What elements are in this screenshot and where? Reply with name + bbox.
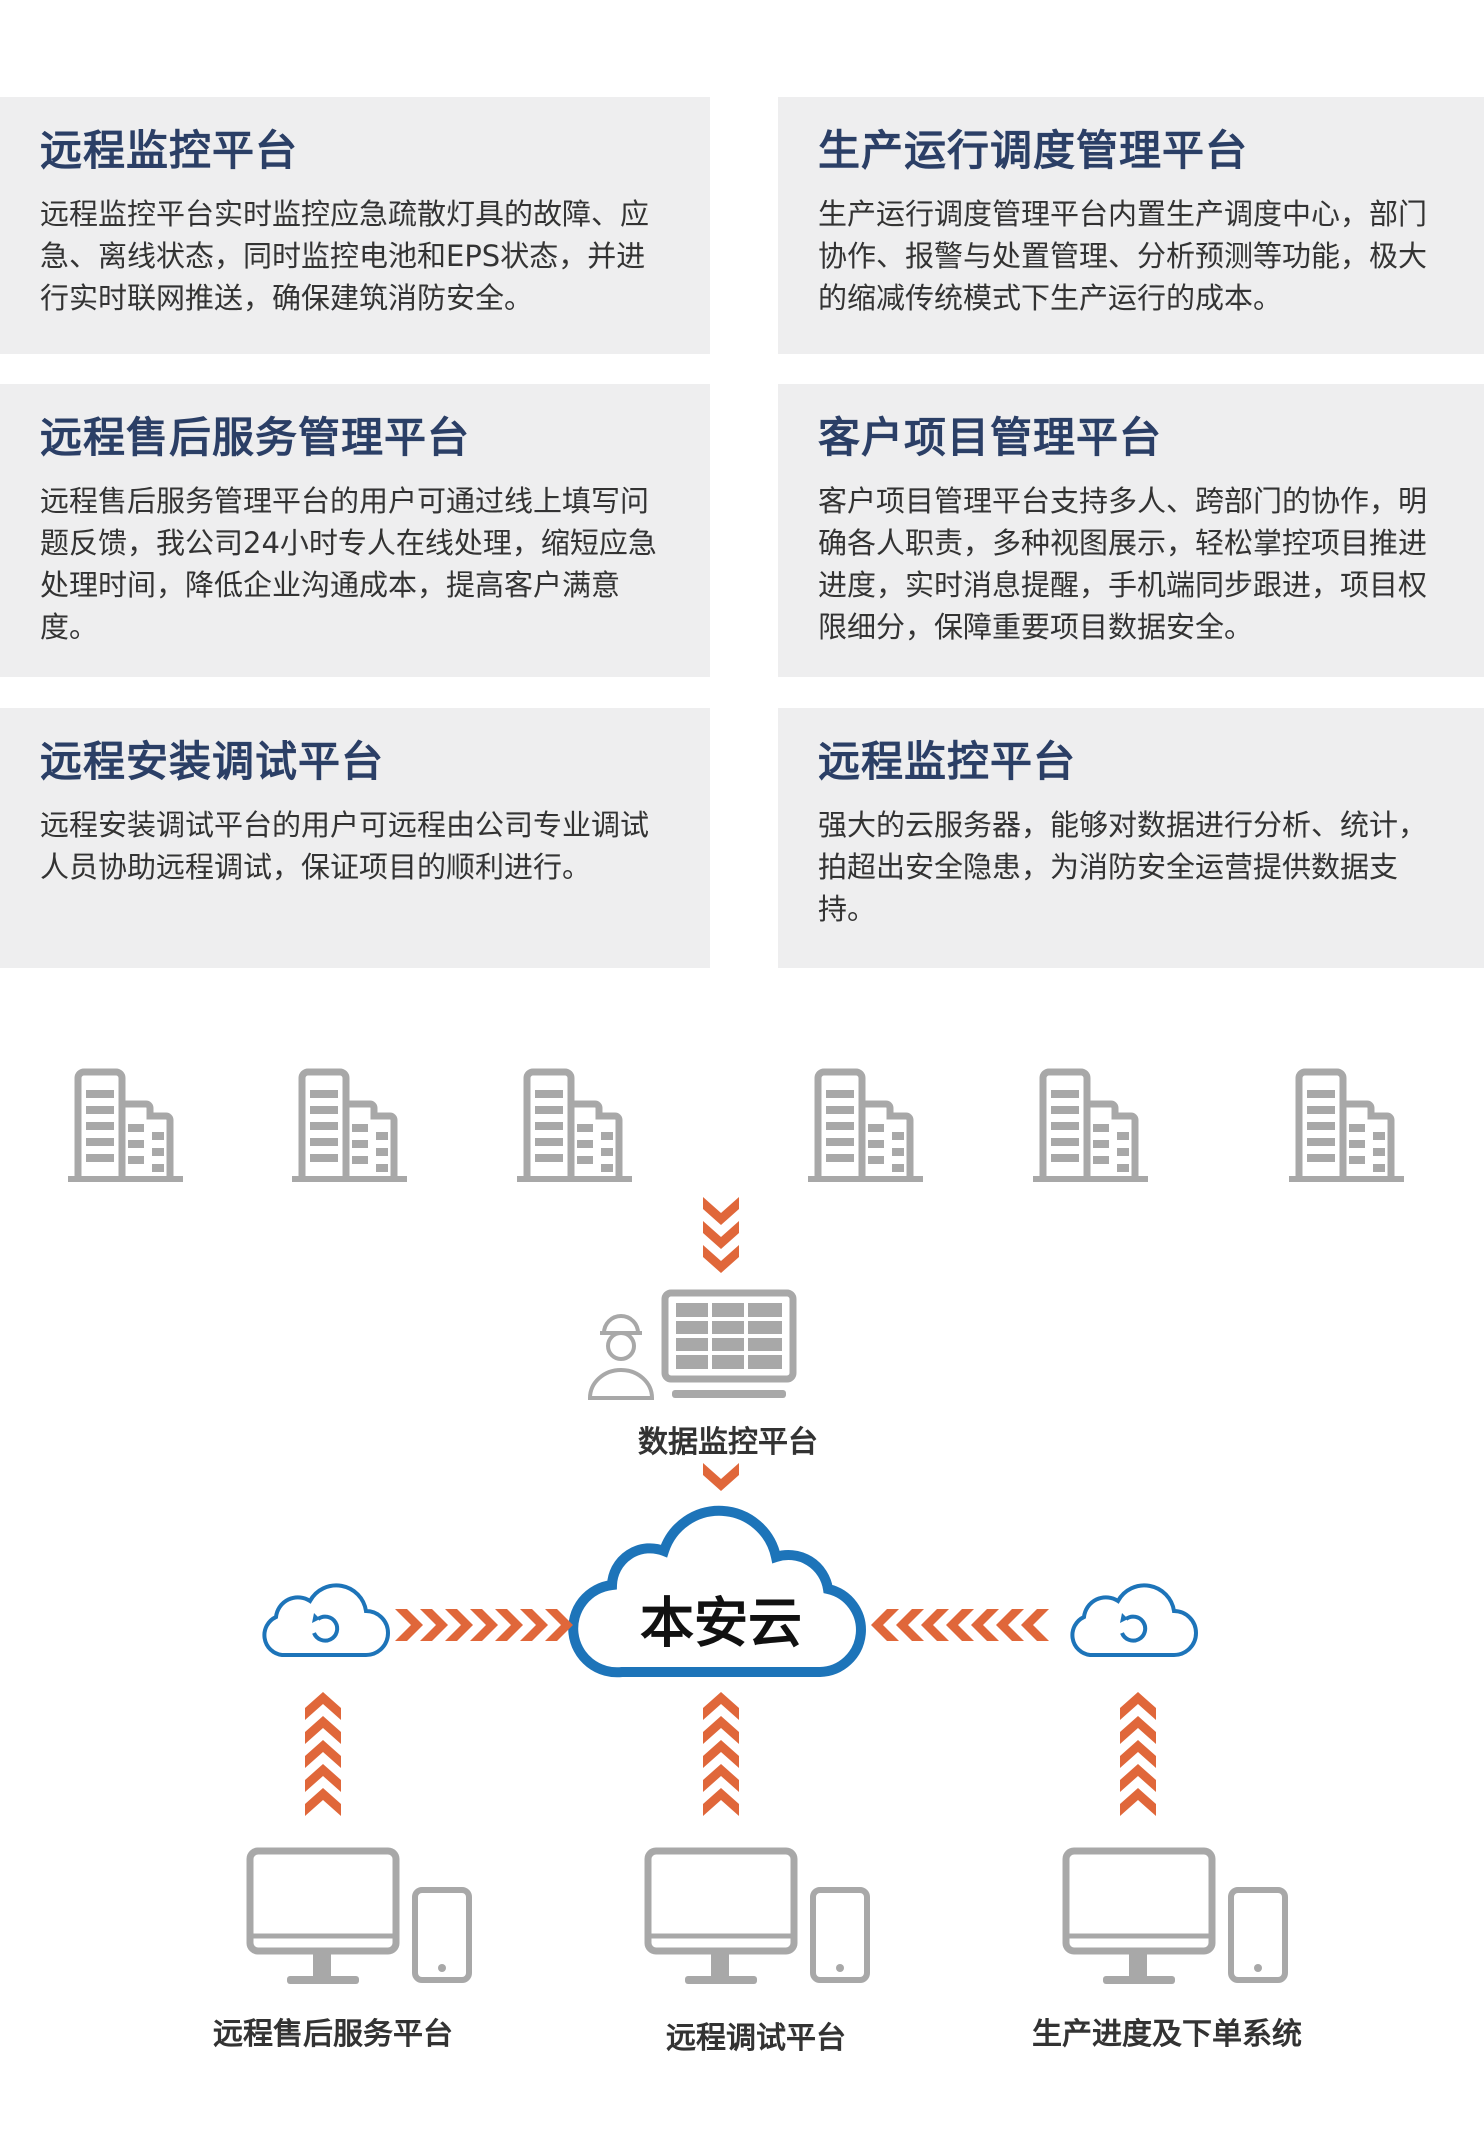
card-title: 远程售后服务管理平台	[40, 413, 471, 462]
card-body: 客户项目管理平台支持多人、跨部门的协作，明确各人职责，多种视图展示，轻松掌控项目…	[818, 484, 1428, 644]
building-icon	[517, 1072, 632, 1179]
chevron-arrows-icon	[871, 1609, 1049, 1641]
card-cloud-server: 远程监控平台 强大的云服务器，能够对数据进行分析、统计，拍超出安全隐患，为消防安…	[778, 708, 1484, 968]
monitor-grid-icon	[661, 1289, 797, 1398]
remote-debug-platform-label: 远程调试平台	[666, 2021, 846, 2056]
desktop-computer-icon	[1066, 1851, 1285, 1984]
chevron-arrows-icon	[395, 1609, 573, 1641]
chevron-arrows-icon	[703, 1463, 739, 1491]
card-after-sales: 远程售后服务管理平台 远程售后服务管理平台的用户可通过线上填写问题反馈，我公司2…	[0, 384, 710, 677]
card-body: 远程安装调试平台的用户可远程由公司专业调试人员协助远程调试，保证项目的顺利进行。	[40, 808, 650, 884]
building-icon	[1289, 1072, 1404, 1179]
card-body: 生产运行调度管理平台内置生产调度中心，部门协作、报警与处置管理、分析预测等功能，…	[818, 197, 1428, 315]
card-customer-project: 客户项目管理平台 客户项目管理平台支持多人、跨部门的协作，明确各人职责，多种视图…	[778, 384, 1484, 677]
building-icon	[1033, 1072, 1148, 1179]
card-title: 生产运行调度管理平台	[818, 126, 1249, 175]
card-title: 远程监控平台	[40, 126, 299, 175]
building-icon	[808, 1072, 923, 1179]
card-title: 客户项目管理平台	[818, 413, 1163, 462]
card-body: 远程售后服务管理平台的用户可通过线上填写问题反馈，我公司24小时专人在线处理，缩…	[40, 484, 657, 644]
chevron-arrows-icon	[1120, 1692, 1156, 1816]
card-production-dispatch: 生产运行调度管理平台 生产运行调度管理平台内置生产调度中心，部门协作、报警与处置…	[778, 97, 1484, 354]
card-title: 远程监控平台	[818, 737, 1077, 786]
cloud-label: 本安云	[640, 1590, 802, 1655]
after-sales-platform-label: 远程售后服务平台	[213, 2017, 453, 2052]
card-body: 强大的云服务器，能够对数据进行分析、统计，拍超出安全隐患，为消防安全运营提供数据…	[818, 808, 1428, 926]
chevron-arrows-icon	[703, 1692, 739, 1816]
desktop-computer-icon	[250, 1851, 469, 1984]
building-icon	[292, 1072, 407, 1179]
cloud-sync-icon	[1070, 1583, 1198, 1657]
card-remote-monitoring: 远程监控平台 远程监控平台实时监控应急疏散灯具的故障、应急、离线状态，同时监控电…	[0, 97, 710, 354]
cloud-icon	[568, 1505, 866, 1678]
card-remote-installation: 远程安装调试平台 远程安装调试平台的用户可远程由公司专业调试人员协助远程调试，保…	[0, 708, 710, 968]
card-title: 远程安装调试平台	[40, 737, 385, 786]
chevron-arrows-icon	[703, 1197, 739, 1273]
building-icon	[68, 1072, 183, 1179]
production-order-system-label: 生产进度及下单系统	[1032, 2017, 1302, 2052]
cloud-sync-icon	[262, 1583, 390, 1657]
monitor-platform-label: 数据监控平台	[638, 1425, 818, 1460]
chevron-arrows-icon	[305, 1692, 341, 1816]
worker-helmet-icon	[587, 1314, 655, 1400]
desktop-computer-icon	[648, 1851, 867, 1984]
card-body: 远程监控平台实时监控应急疏散灯具的故障、应急、离线状态，同时监控电池和EPS状态…	[40, 197, 650, 315]
